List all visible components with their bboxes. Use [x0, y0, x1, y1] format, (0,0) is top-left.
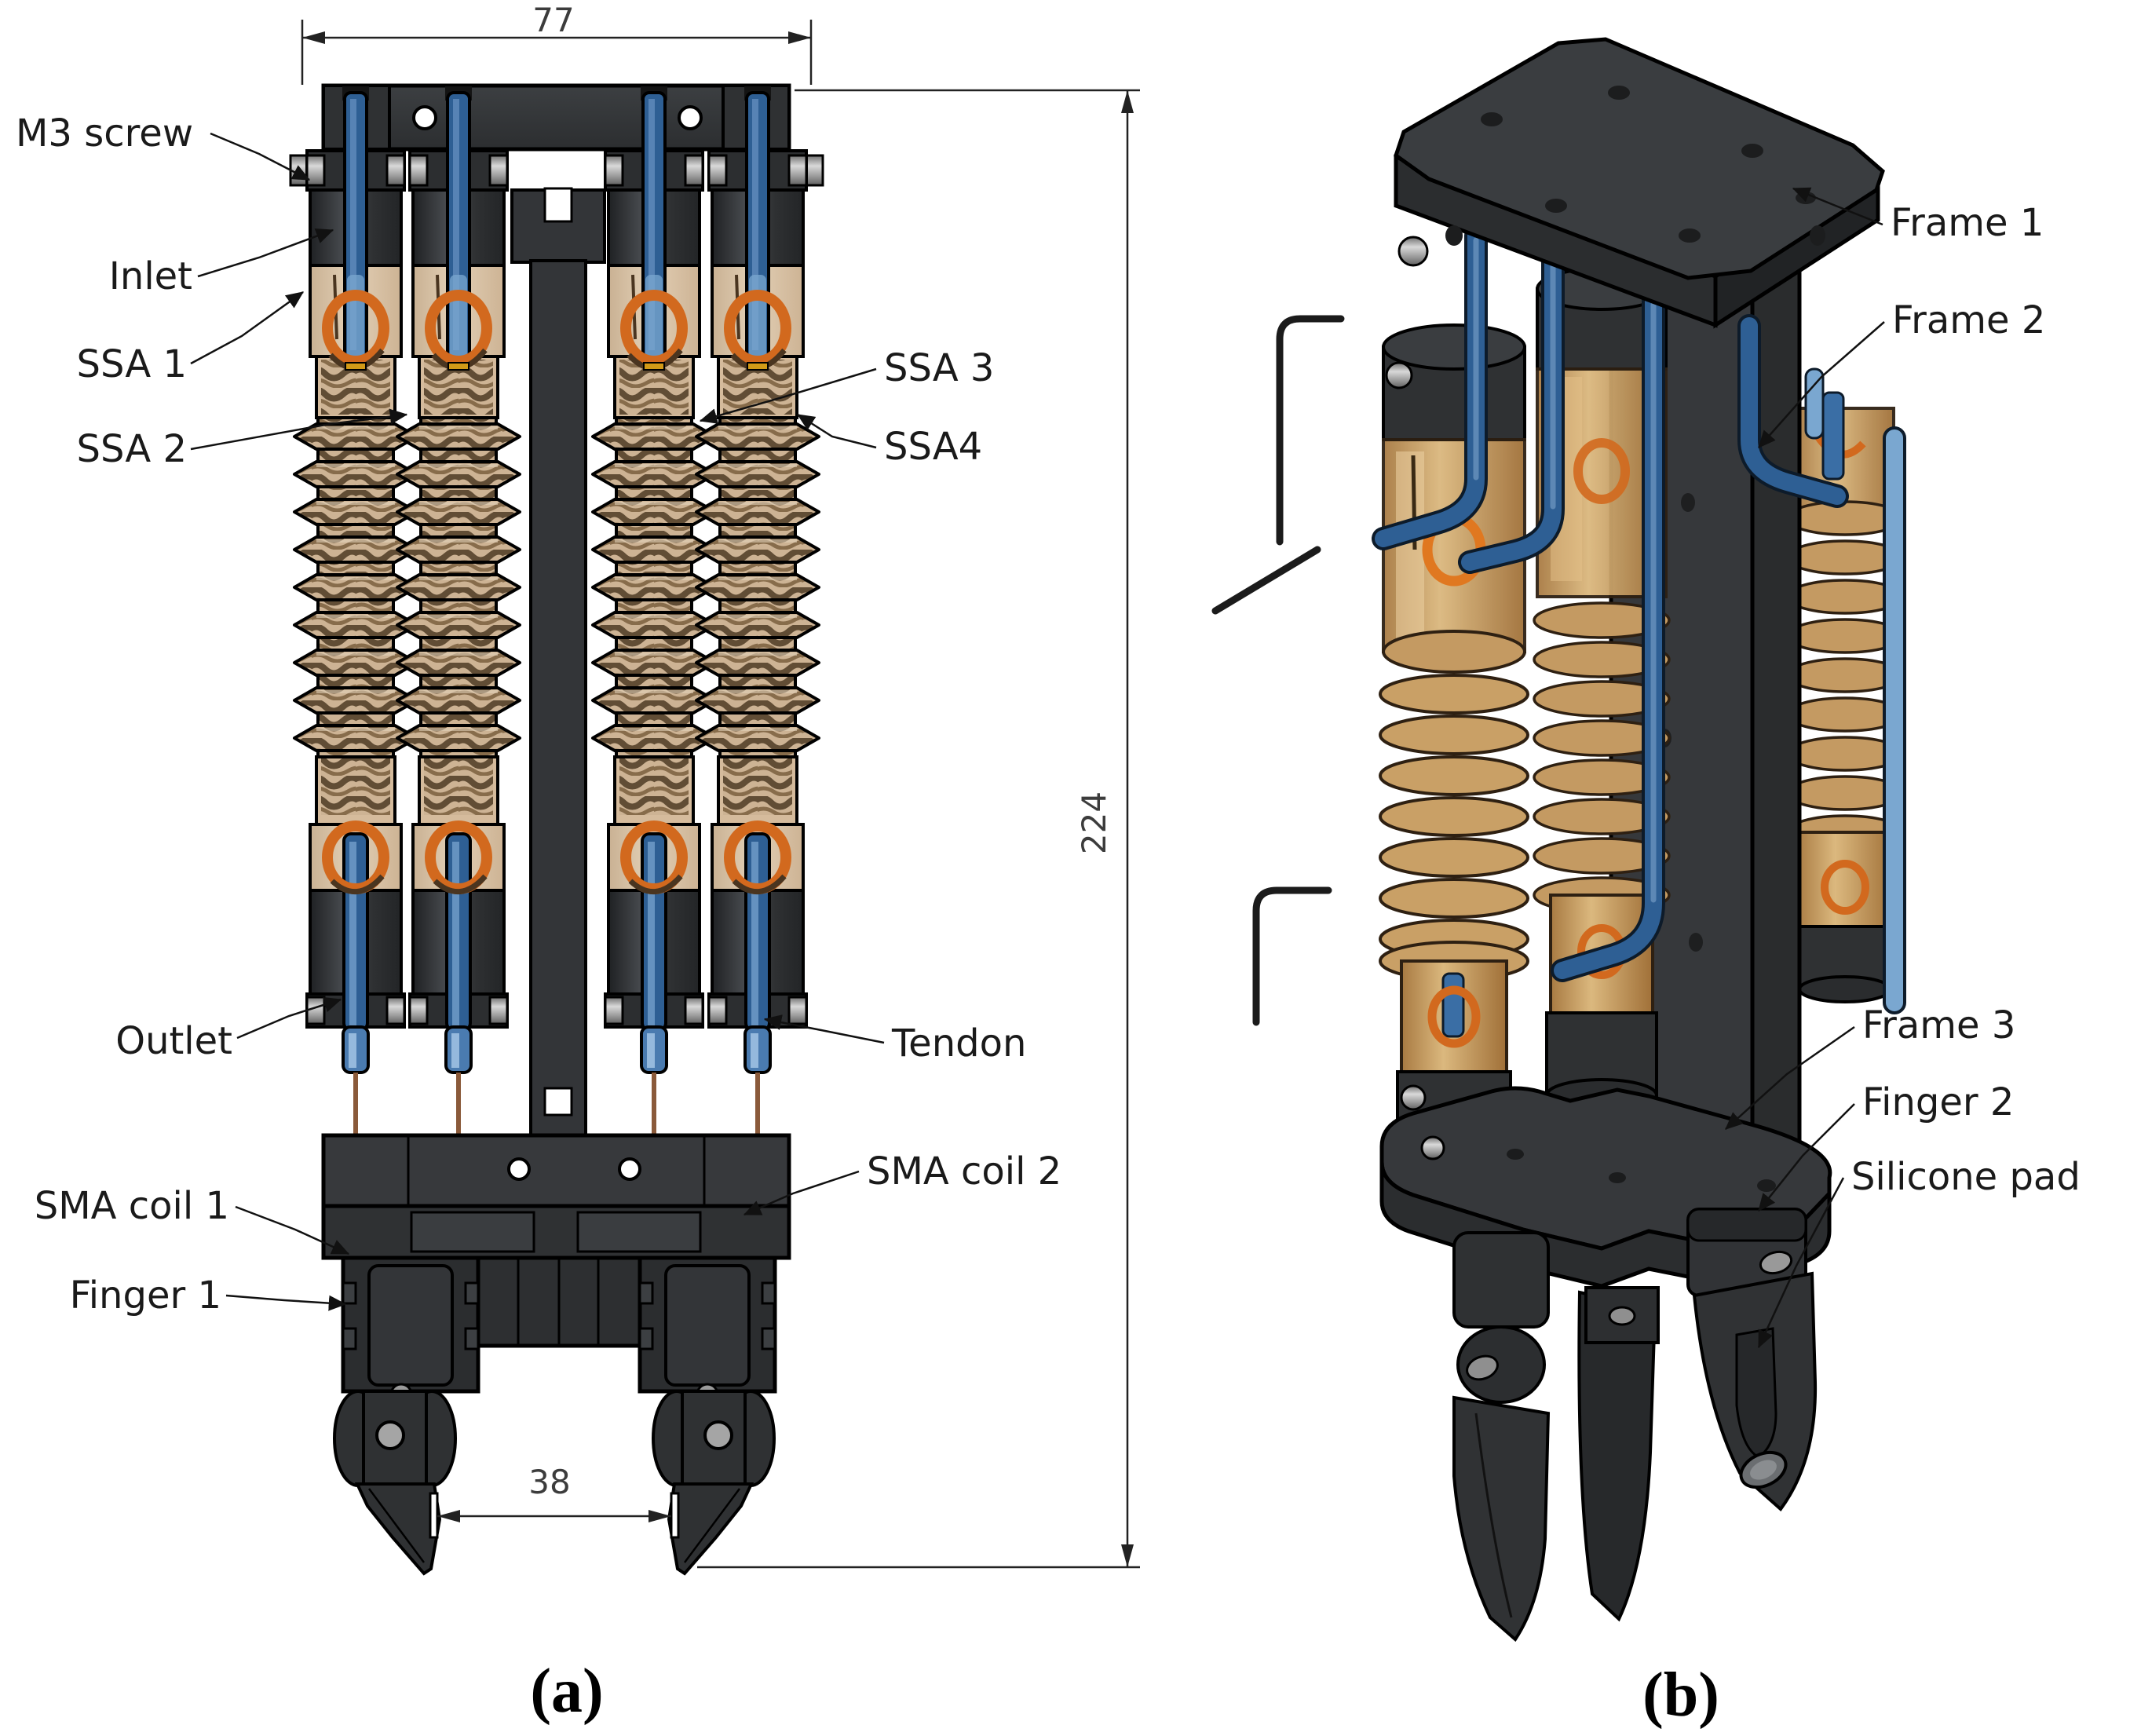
label-frame-3: Frame 3	[1862, 1003, 2015, 1047]
plate-hole	[412, 105, 437, 130]
caption-b: (b)	[1642, 1661, 1719, 1730]
palm-assembly	[321, 1133, 791, 1576]
ssa-2	[397, 86, 520, 1140]
dim-gap-value: 38	[528, 1463, 570, 1501]
dimension-width-77: 77	[301, 1, 813, 85]
label-outlet: Outlet	[115, 1019, 232, 1063]
palm-hole	[618, 1157, 641, 1181]
dimension-gap-38: 38	[429, 1463, 680, 1539]
label-sma-coil-2: SMA coil 2	[867, 1149, 1061, 1193]
view-b-isometric-view: Frame 1 Frame 2 Frame 3 Finger 2 Silicon…	[1211, 37, 2081, 1643]
label-frame-1: Frame 1	[1891, 201, 2044, 245]
sma-coil-1-housing	[341, 1255, 480, 1394]
iso-tube-light	[1883, 426, 1906, 1014]
finger-pivot	[703, 1420, 733, 1450]
plate-hole	[678, 105, 703, 130]
label-ssa1: SSA 1	[77, 342, 187, 386]
finger-1	[333, 1383, 457, 1576]
iso-finger-left	[1452, 1231, 1551, 1643]
label-tendon: Tendon	[891, 1021, 1026, 1065]
label-silicone-pad: Silicone pad	[1851, 1155, 2081, 1199]
palm-hole	[507, 1157, 531, 1181]
dim-width-value: 77	[532, 1, 574, 39]
ssa-3	[593, 86, 715, 1140]
top-mounting-plate	[321, 83, 791, 152]
iso-screw	[1400, 1084, 1427, 1111]
dimension-height-224: 224	[697, 89, 1140, 1569]
iso-frame-1-plate	[1394, 37, 1885, 329]
view-a-front-view: 77 224	[16, 1, 1140, 1576]
caption-a: (a)	[530, 1657, 603, 1726]
iso-finger-2	[1686, 1208, 1818, 1511]
sma-coil-2-housing	[638, 1255, 777, 1394]
label-inlet: Inlet	[109, 254, 192, 298]
label-sma-coil-1: SMA coil 1	[35, 1184, 229, 1228]
iso-screw	[1385, 361, 1413, 389]
iso-wire-hooks	[1211, 315, 1345, 1026]
leader-lines-b	[1725, 187, 1885, 1349]
central-spine-frame	[510, 187, 606, 1138]
label-finger-1: Finger 1	[70, 1274, 221, 1318]
label-ssa2: SSA 2	[77, 427, 187, 471]
label-frame-2: Frame 2	[1892, 298, 2045, 342]
ssa-4	[696, 86, 819, 1140]
finger-right	[652, 1383, 776, 1576]
dim-height-value: 224	[1075, 791, 1113, 854]
label-m3-screw: M3 screw	[16, 111, 193, 155]
finger-pivot	[375, 1420, 405, 1450]
iso-screw	[1397, 236, 1429, 267]
iso-screw	[1420, 1135, 1445, 1160]
iso-finger-middle	[1577, 1286, 1660, 1622]
leader-lines-a	[190, 132, 885, 1311]
ssa-1	[294, 86, 417, 1140]
label-finger-2: Finger 2	[1862, 1080, 2014, 1124]
label-ssa3: SSA 3	[884, 346, 994, 390]
label-ssa4: SSA4	[884, 425, 982, 469]
iso-blue-tubes	[1372, 224, 1849, 982]
